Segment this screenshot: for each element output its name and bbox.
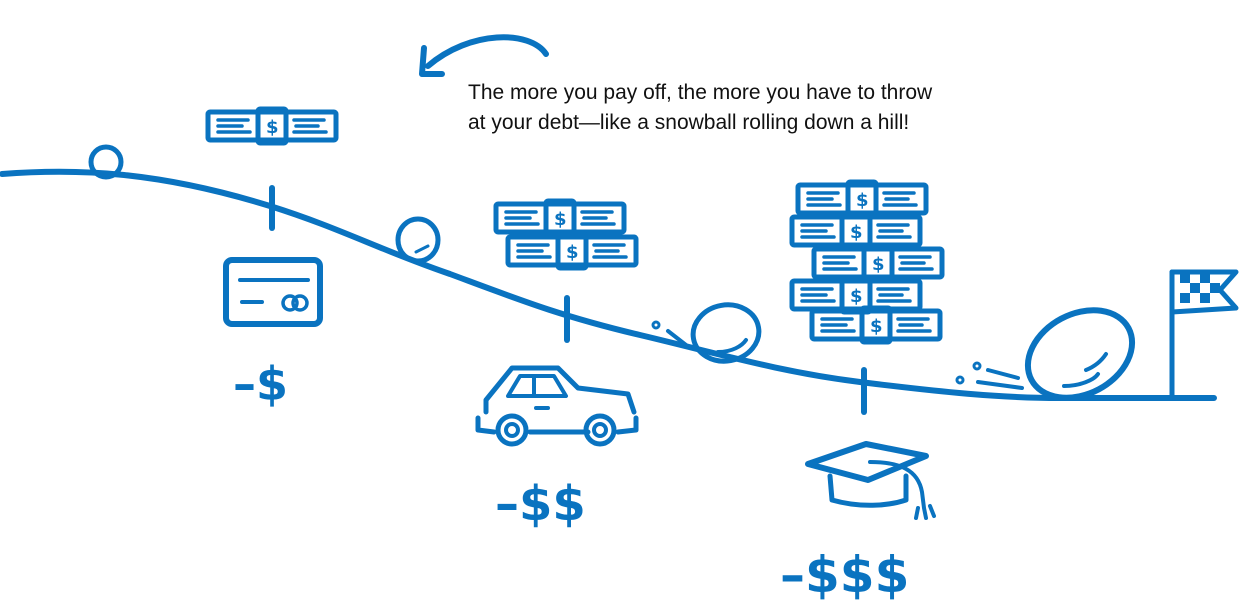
snowball-large <box>651 302 762 364</box>
cost-label-2: –$$ <box>495 476 586 532</box>
snowball-huge <box>955 307 1136 401</box>
svg-text:$: $ <box>856 190 869 211</box>
svg-text:$: $ <box>872 254 885 275</box>
curved-arrow-icon <box>419 34 549 77</box>
snowball-small <box>88 144 124 180</box>
svg-text:$: $ <box>554 209 567 230</box>
svg-text:$: $ <box>566 242 579 263</box>
car-icon <box>475 365 639 447</box>
checkered-flag-icon <box>1169 269 1239 401</box>
hill-path <box>0 168 1217 401</box>
svg-text:$: $ <box>850 286 863 307</box>
snowball-medium <box>395 216 441 264</box>
svg-text:$: $ <box>266 117 279 138</box>
graduation-cap-icon <box>805 441 936 520</box>
caption-line-1: The more you pay off, the more you have … <box>468 81 933 104</box>
credit-card-icon <box>223 257 323 327</box>
cost-label-3: –$$$ <box>780 546 909 604</box>
cost-label-1: –$ <box>233 357 288 411</box>
caption-line-2: at your debt—like a snowball rolling dow… <box>468 111 910 134</box>
svg-text:$: $ <box>870 316 883 337</box>
svg-text:$: $ <box>850 222 863 243</box>
bill-dollar-signs: $ $ $ $ $ $ $ $ <box>266 117 885 337</box>
caption-text: The more you pay off, the more you have … <box>468 78 1068 138</box>
